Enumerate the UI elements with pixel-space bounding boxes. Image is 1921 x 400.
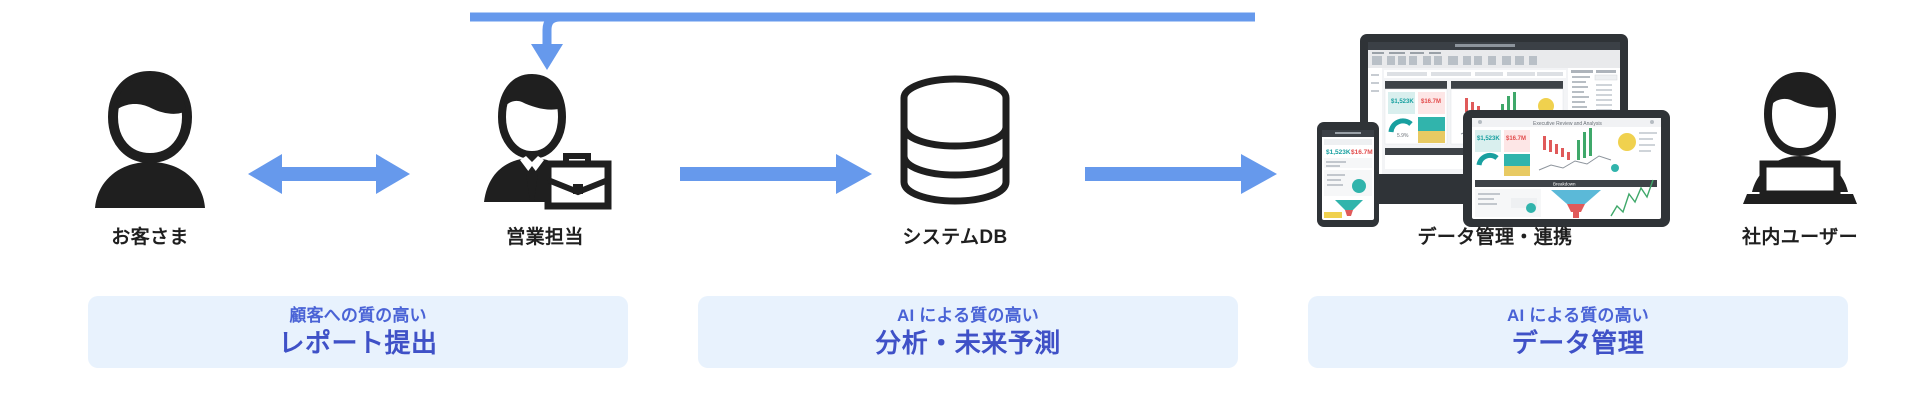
node-label-internal-user: 社内ユーザー <box>1742 227 1858 248</box>
svg-text:$16.7M: $16.7M <box>1351 149 1373 156</box>
node-label-sales: 営業担当 <box>506 227 584 248</box>
node-sales: 営業担当 <box>425 60 665 249</box>
caption-main-report: レポート提出 <box>278 327 438 358</box>
svg-text:$1,523K: $1,523K <box>1391 99 1414 105</box>
svg-text:Executive Review and Analysis: Executive Review and Analysis <box>1533 121 1602 127</box>
node-internal-user: 社内ユーザー <box>1680 60 1920 249</box>
node-label-customer: お客さま <box>111 227 189 248</box>
caption-box-analysis: AI による質の高い 分析・未来予測 <box>698 296 1238 368</box>
caption-top-analysis: AI による質の高い <box>897 306 1039 326</box>
caption-top-report: 顧客への質の高い <box>289 306 427 326</box>
svg-text:$16.7M: $16.7M <box>1421 99 1441 105</box>
caption-box-report: 顧客への質の高い レポート提出 <box>88 296 628 368</box>
database-cylinder-icon <box>835 60 1075 210</box>
svg-text:$1,523K: $1,523K <box>1326 149 1351 156</box>
svg-text:$1,523K: $1,523K <box>1477 136 1500 142</box>
node-system-db: システムDB <box>835 60 1075 249</box>
right-arrow-icon <box>680 154 872 194</box>
person-laptop-icon <box>1680 60 1920 210</box>
caption-main-analysis: 分析・未来予測 <box>875 327 1061 358</box>
double-headed-arrow-icon <box>248 154 410 194</box>
businessman-briefcase-icon <box>425 60 665 210</box>
node-label-system-db: システムDB <box>902 227 1008 248</box>
right-arrow-icon <box>1085 154 1277 194</box>
node-customer: お客さま <box>30 60 270 249</box>
caption-main-datamgmt: データ管理 <box>1511 327 1645 358</box>
node-label-data-management: データ管理・連携 <box>1417 227 1573 248</box>
svg-text:5.9%: 5.9% <box>1397 133 1409 139</box>
caption-box-datamgmt: AI による質の高い データ管理 <box>1308 296 1848 368</box>
svg-text:Breakdown: Breakdown <box>1553 182 1576 187</box>
node-data-management: データ管理・連携 <box>1375 60 1615 249</box>
caption-top-datamgmt: AI による質の高い <box>1507 306 1649 326</box>
multi-device-dashboard-icon: $1,523K $16.7M 5.9% <box>1315 22 1675 227</box>
svg-text:$16.7M: $16.7M <box>1506 136 1526 142</box>
person-avatar-icon <box>30 60 270 210</box>
